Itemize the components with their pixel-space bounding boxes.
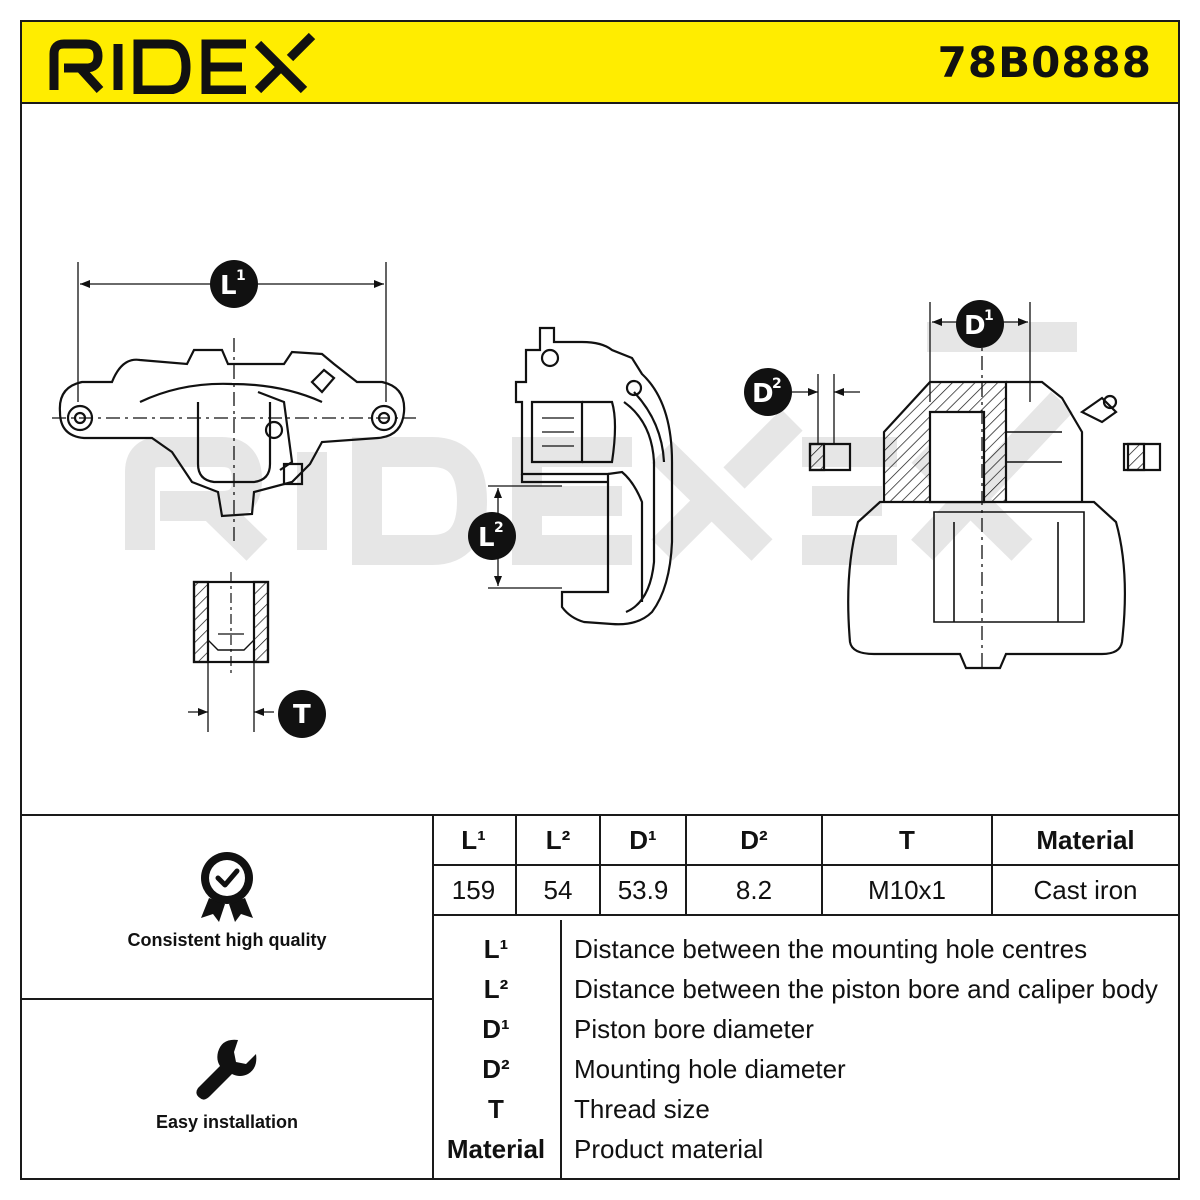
features-column: Consistent high quality Easy installatio…	[22, 816, 434, 1180]
badge-d2: D2	[744, 368, 792, 416]
spec-value-cell: 8.2	[685, 864, 823, 916]
caliper-section-view	[792, 302, 1162, 672]
wrench-icon	[196, 1039, 257, 1100]
legend-key: D²	[482, 1054, 510, 1084]
svg-text:1: 1	[236, 268, 246, 284]
spec-header-cell: L²	[515, 816, 601, 866]
thread-section-view	[188, 572, 274, 732]
feature-label: Consistent high quality	[127, 930, 327, 950]
legend: L¹ Distance between the mounting hole ce…	[432, 920, 1178, 1180]
feature-quality: Consistent high quality	[22, 850, 432, 951]
product-sheet: 78B0888	[20, 20, 1180, 1180]
svg-text:2: 2	[772, 376, 782, 392]
legend-key: T	[488, 1094, 504, 1124]
legend-key: D¹	[482, 1014, 510, 1044]
header-bar: 78B0888	[22, 22, 1178, 104]
spec-table: L¹ L² D¹ D² T Material 159 54 53.9 8.2 M…	[432, 816, 1178, 916]
legend-desc: Thread size	[574, 1094, 710, 1124]
legend-row: L¹ Distance between the mounting hole ce…	[432, 930, 1178, 970]
spec-header-cell: D¹	[599, 816, 687, 866]
spec-header-cell: L¹	[432, 816, 517, 866]
legend-desc: Product material	[574, 1134, 764, 1164]
legend-desc: Distance between the piston bore and cal…	[574, 974, 1158, 1004]
ridex-watermark	[125, 322, 1077, 565]
part-number: 78B0888	[937, 38, 1152, 87]
spec-value-cell: 53.9	[599, 864, 687, 916]
legend-row: D² Mounting hole diameter	[432, 1050, 1178, 1090]
svg-text:T: T	[293, 700, 311, 730]
svg-text:2: 2	[494, 520, 504, 536]
legend-row: D¹ Piston bore diameter	[432, 1010, 1178, 1050]
ridex-logo	[49, 32, 316, 94]
legend-row: Material Product material	[432, 1130, 1178, 1170]
spec-header-cell: D²	[685, 816, 823, 866]
spec-value-cell: 159	[432, 864, 517, 916]
badge-t: T	[278, 690, 326, 738]
legend-desc: Piston bore diameter	[574, 1014, 814, 1044]
spec-header-cell: T	[821, 816, 993, 866]
spec-header-cell: Material	[991, 816, 1178, 866]
features-divider	[22, 998, 432, 1000]
feature-label: Easy installation	[155, 1112, 299, 1132]
svg-text:D: D	[964, 311, 986, 341]
spec-value-cell: 54	[515, 864, 601, 916]
spec-value-cell: Cast iron	[991, 864, 1178, 916]
legend-key: L¹	[483, 934, 509, 964]
specification-panel: Consistent high quality Easy installatio…	[22, 814, 1178, 1180]
svg-text:L: L	[478, 523, 495, 553]
feature-installation: Easy installation	[22, 1034, 432, 1133]
legend-row: L² Distance between the piston bore and …	[432, 970, 1178, 1010]
svg-text:D: D	[752, 379, 774, 409]
spec-value-cell: M10x1	[821, 864, 993, 916]
legend-desc: Mounting hole diameter	[574, 1054, 846, 1084]
caliper-front-view	[52, 262, 416, 542]
legend-key: L²	[483, 974, 509, 1004]
svg-text:1: 1	[984, 308, 994, 324]
quality-badge-icon	[201, 852, 253, 922]
legend-desc: Distance between the mounting hole centr…	[574, 934, 1088, 964]
spec-header-row: L¹ L² D¹ D² T Material	[432, 816, 1178, 866]
legend-key: Material	[446, 1134, 546, 1164]
spec-value-row: 159 54 53.9 8.2 M10x1 Cast iron	[432, 864, 1178, 916]
svg-text:L: L	[220, 271, 237, 301]
badge-d1: D1	[956, 300, 1004, 348]
legend-row: T Thread size	[432, 1090, 1178, 1130]
legend-divider	[560, 920, 562, 1180]
